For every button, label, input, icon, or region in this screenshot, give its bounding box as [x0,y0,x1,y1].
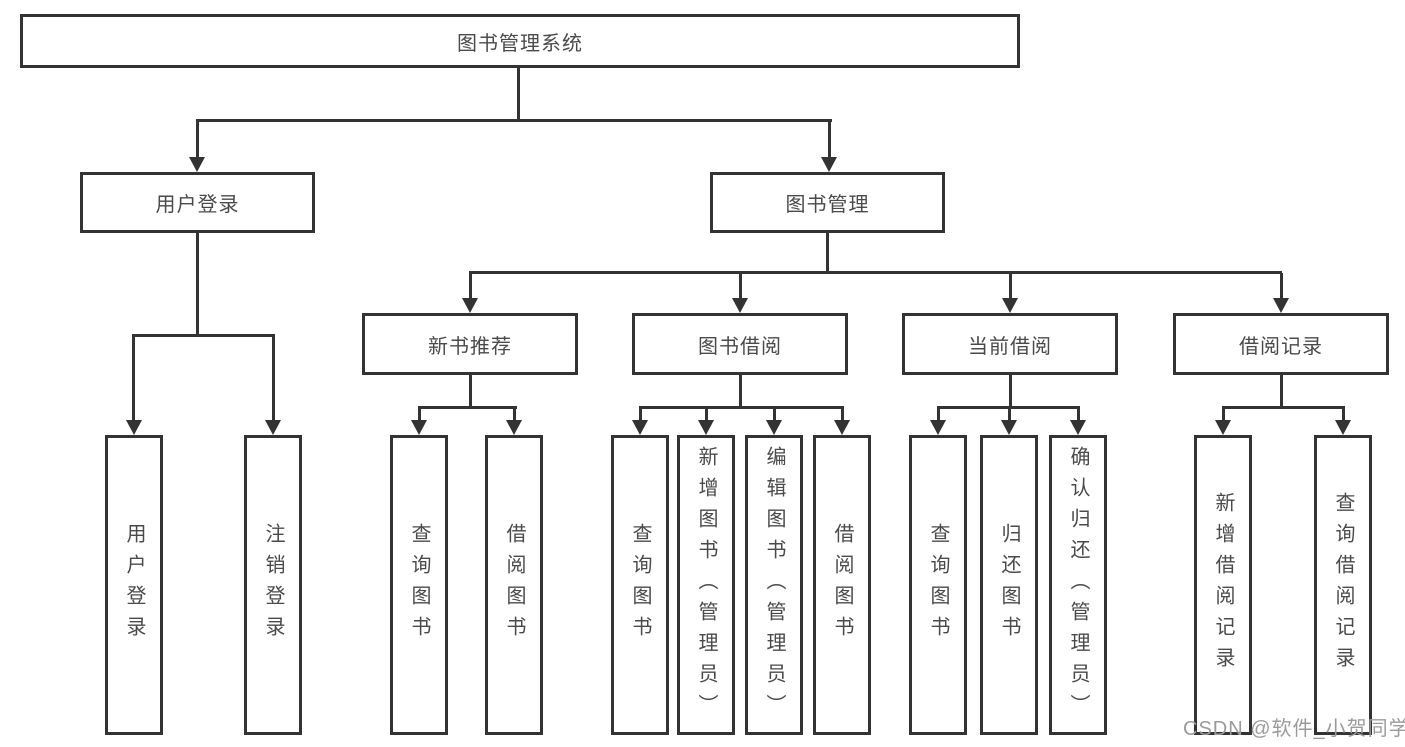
arrowhead-down [189,157,205,172]
arrowhead-down [462,298,478,313]
node-library-management-system: 图书管理系统 [20,14,1020,68]
connector-line [826,233,829,273]
node-confirm-return-admin: 确认归还（管理员） [1049,435,1107,735]
connector-line [841,408,844,422]
node-new-book-recommendation: 新书推荐 [362,313,578,375]
node-book-management: 图书管理 [710,172,945,233]
node-label: 用户登录 [123,523,145,647]
node-label: 图书管理 [785,194,870,216]
connector-line [739,273,742,300]
node-borrowing-records: 借阅记录 [1173,313,1389,375]
arrowhead-down [930,420,946,435]
arrowhead-down [126,420,142,435]
node-add-books-admin: 新增图书（管理员） [677,435,735,735]
arrowhead-down [821,157,837,172]
connector-line [828,121,831,159]
node-user-login: 用户登录 [80,172,315,233]
connector-line [1222,408,1225,422]
arrowhead-down [1001,420,1017,435]
connector-line [132,334,275,337]
node-label: 借阅图书 [503,523,525,647]
connector-line [937,406,1080,409]
node-label: 新书推荐 [428,335,512,358]
connector-line [1222,406,1345,409]
connector-line [132,336,135,422]
connector-line [469,375,472,408]
connector-line [272,336,275,422]
node-add-borrow-record: 新增借阅记录 [1194,435,1252,735]
connector-line [1077,408,1080,422]
connector-line [1280,273,1283,300]
connector-line [1009,273,1012,300]
watermark: CSDN @软件_小贺同学 [1183,718,1405,740]
arrowhead-down [1070,420,1086,435]
node-label: 图书借阅 [698,335,782,358]
arrowhead-down [506,420,522,435]
node-book-borrowing: 图书借阅 [632,313,848,375]
node-label: 新增借阅记录 [1212,492,1234,678]
connector-line [705,408,708,422]
node-label: 确认归还（管理员） [1067,445,1089,725]
node-query-books-current: 查询图书 [909,435,967,735]
connector-line [196,233,199,337]
node-label: 编辑图书（管理员） [763,445,785,725]
node-label: 新增图书（管理员） [695,445,717,725]
connector-line [469,271,1282,274]
node-user-login-leaf: 用户登录 [105,435,163,735]
node-label: 查询图书 [408,523,430,647]
node-label: 注销登录 [262,523,284,647]
connector-line [1008,408,1011,422]
node-query-borrow-record: 查询借阅记录 [1314,435,1372,735]
connector-line [639,406,844,409]
connector-line [1342,408,1345,422]
connector-line [196,121,199,159]
arrowhead-down [1215,420,1231,435]
node-edit-books-admin: 编辑图书（管理员） [745,435,803,735]
node-current-borrowing: 当前借阅 [902,313,1118,375]
arrowhead-down [1335,420,1351,435]
arrowhead-down [265,420,281,435]
node-query-books-recommendation: 查询图书 [390,435,448,735]
node-return-books: 归还图书 [980,435,1038,735]
node-label: 用户登录 [155,194,240,216]
connector-line [1280,375,1283,408]
node-label: 图书管理系统 [457,32,583,55]
node-label: 当前借阅 [968,335,1052,358]
arrowhead-down [834,420,850,435]
connector-line [739,375,742,408]
arrowhead-down [1002,298,1018,313]
node-logout: 注销登录 [244,435,302,735]
connector-line [469,273,472,300]
arrowhead-down [732,298,748,313]
connector-line [418,408,421,422]
node-borrow-books-borrowing: 借阅图书 [813,435,871,735]
arrowhead-down [698,420,714,435]
node-label: 查询图书 [927,523,949,647]
node-label: 查询图书 [629,523,651,647]
arrowhead-down [632,420,648,435]
arrowhead-down [1273,298,1289,313]
node-label: 借阅图书 [831,523,853,647]
connector-line [517,67,520,120]
connector-line [418,406,517,409]
connector-line [639,408,642,422]
connector-line [937,408,940,422]
node-label: 借阅记录 [1239,335,1323,358]
connector-line [513,408,516,422]
connector-line [196,119,832,122]
node-borrow-books-recommendation: 借阅图书 [485,435,543,735]
node-query-books-borrowing: 查询图书 [611,435,669,735]
arrowhead-down [766,420,782,435]
arrowhead-down [411,420,427,435]
node-label: 查询借阅记录 [1332,492,1354,678]
connector-line [1009,375,1012,408]
node-label: 归还图书 [998,523,1020,647]
connector-line [773,408,776,422]
